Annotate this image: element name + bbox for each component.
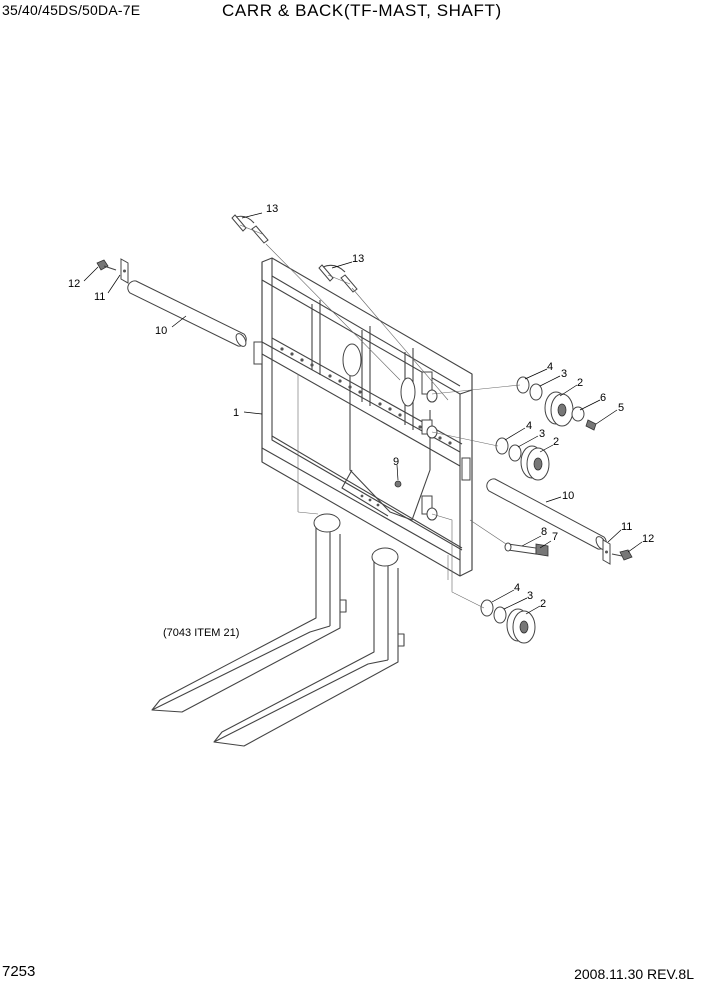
callout-7: 7 (552, 531, 558, 543)
callout-2-lower: 2 (540, 598, 546, 610)
callout-12-left: 12 (68, 278, 80, 290)
reference-note: (7043 ITEM 21) (163, 627, 239, 639)
callout-3-middle: 3 (539, 428, 545, 440)
shaft-left (127, 280, 247, 347)
page-title: CARR & BACK(TF-MAST, SHAFT) (222, 1, 502, 20)
beam-holes (280, 347, 452, 507)
callout-1: 1 (233, 407, 239, 419)
bolt-left (96, 259, 117, 271)
callout-4-middle: 4 (526, 420, 532, 432)
callout-2-upper: 2 (577, 377, 583, 389)
hook-right (318, 264, 358, 293)
callout-3-upper: 3 (561, 368, 567, 380)
callout-13-right: 13 (352, 253, 364, 265)
bracket-left (120, 258, 129, 284)
callout-4-lower: 4 (514, 582, 520, 594)
callout-10-left: 10 (155, 325, 167, 337)
callout-5: 5 (618, 402, 624, 414)
callout-12-right: 12 (642, 533, 654, 545)
callout-9: 9 (393, 456, 399, 468)
fork-right (213, 547, 405, 747)
hook-left (231, 214, 269, 244)
callout-3-lower: 3 (527, 590, 533, 602)
callout-labels: 13 13 12 11 10 1 4 3 2 6 5 4 3 2 9 10 8 … (68, 203, 654, 639)
pin-7-8 (469, 519, 549, 557)
callout-11-right: 11 (621, 521, 632, 533)
callout-10-right: 10 (562, 490, 574, 502)
model-code: 35/40/45DS/50DA-7E (2, 2, 141, 18)
fork-left (151, 513, 347, 713)
callout-8: 8 (541, 526, 547, 538)
callout-leaders (83, 212, 643, 615)
shaft-right (486, 478, 607, 550)
bolt-right (611, 549, 633, 561)
bracket-right (602, 539, 611, 565)
roller-upper (431, 376, 597, 431)
callout-6: 6 (600, 392, 606, 404)
roller-lower (431, 513, 536, 644)
page-number: 7253 (2, 963, 36, 980)
callout-13-left: 13 (266, 203, 278, 215)
revision-date: 2008.11.30 REV.8L (574, 966, 694, 982)
callout-2-middle: 2 (553, 436, 559, 448)
callout-4-upper: 4 (547, 361, 553, 373)
callout-11-left: 11 (94, 291, 105, 303)
roller-middle (431, 431, 550, 481)
carriage-frame (253, 257, 473, 577)
